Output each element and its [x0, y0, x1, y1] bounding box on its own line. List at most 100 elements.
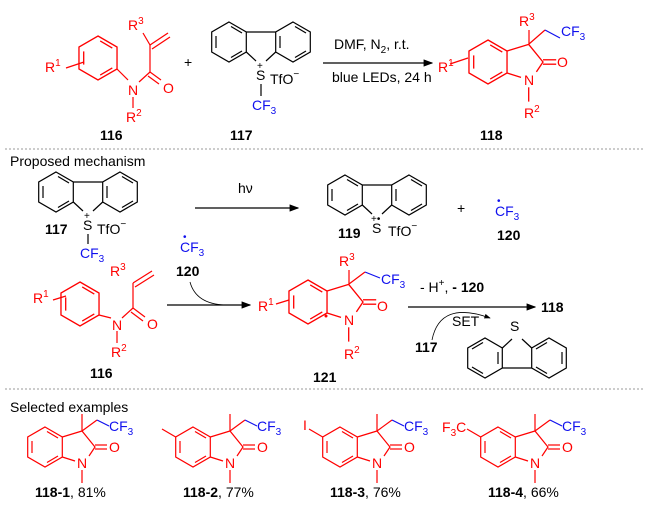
- oxindole-core: [323, 427, 402, 483]
- cf3-label: CF3: [252, 97, 277, 117]
- elimination-label: - H+, - 120: [420, 278, 484, 295]
- conditions-top: DMF, N2, r.t.: [334, 36, 410, 56]
- iodine-label: I: [303, 417, 307, 433]
- example-label: 118-1, 81%: [35, 484, 106, 500]
- r1-label: R1: [438, 58, 454, 75]
- mechanism-heading: Proposed mechanism: [10, 153, 145, 169]
- compound-number: 116: [90, 365, 113, 381]
- set-label: SET: [452, 313, 480, 329]
- cf3-bond: [96, 419, 110, 427]
- cf3-radical-label: •CF3: [495, 196, 520, 223]
- r2-label: R2: [126, 108, 142, 125]
- product-118-label: 118: [541, 299, 564, 315]
- cation-charge: +: [84, 211, 90, 222]
- oxygen-label: O: [557, 54, 568, 70]
- compound-number: 121: [313, 369, 337, 385]
- curved-arrow: [189, 281, 226, 306]
- reagent-117-label: 117: [415, 339, 438, 355]
- oxygen-label: O: [147, 316, 158, 332]
- nitrogen-label: N: [372, 455, 382, 471]
- oxindole-core: [469, 40, 556, 102]
- reaction-arrow: DMF, N2, r.t. blue LEDs, 24 h: [323, 36, 434, 85]
- nitrogen-label: N: [344, 312, 354, 328]
- cf3-bond: [549, 419, 563, 427]
- r3-label: R3: [128, 16, 144, 33]
- compound-number: 117: [230, 127, 253, 143]
- sulfur-label: S+: [83, 211, 92, 233]
- oxygen-label: O: [163, 80, 174, 96]
- oxygen-label: O: [257, 439, 268, 455]
- plus-sign: +: [184, 54, 192, 70]
- oxygen-label: O: [109, 439, 120, 455]
- sulfur-label: S+•: [371, 214, 381, 236]
- compound-120: •CF3 120: [495, 196, 521, 243]
- oxindoline-radical-core: [289, 280, 376, 342]
- oxygen-label: O: [562, 439, 573, 455]
- nitrogen-label: N: [128, 82, 138, 98]
- r1-label: R1: [45, 58, 61, 75]
- ch2-bond: [534, 419, 551, 432]
- compound-119: S+• TfO− 119: [328, 175, 427, 241]
- r3-label: R3: [110, 262, 126, 279]
- compound-116-mechanism: R1 N O R3 R2 116: [33, 262, 158, 381]
- cf3-radical-label: •CF3: [180, 232, 205, 259]
- compound-118-top: R1 R3 CF3 O N R2 118: [438, 12, 586, 143]
- compound-number: 118: [480, 127, 503, 143]
- conditions-bottom: blue LEDs, 24 h: [332, 69, 432, 85]
- ch2-bond: [81, 419, 98, 432]
- nitrogen-label: N: [112, 317, 122, 333]
- f3c-label: F3C: [442, 419, 466, 439]
- plus-sign: +: [457, 200, 465, 216]
- benzene-ring: [78, 35, 118, 81]
- nitrogen-label: N: [225, 455, 235, 471]
- radical-dot: •: [497, 196, 501, 207]
- oxidation-step: - H+, - 120 118 SET 117 S: [408, 278, 566, 378]
- c5-bond: [466, 428, 482, 438]
- triflate-label: TfO−: [270, 69, 299, 87]
- r3-label: R3: [339, 252, 355, 269]
- example-label: 118-3, 76%: [330, 484, 401, 500]
- radical-cation-mark: +: [371, 214, 377, 225]
- c5-bond: [308, 428, 324, 438]
- example-label: 118-4, 66%: [488, 484, 559, 500]
- r2-label: R2: [111, 343, 127, 360]
- nitrogen-label: N: [530, 455, 540, 471]
- compound-number: 119: [338, 225, 361, 241]
- oxygen-label: O: [377, 298, 388, 314]
- sulfur-label: S+: [256, 61, 265, 83]
- dibenzothiophene-radical-cation-core: [328, 175, 427, 215]
- cf3-label: CF3: [404, 418, 429, 438]
- cf3-bond: [391, 419, 405, 427]
- oxindole-core: [481, 427, 560, 483]
- radical-dot: •: [183, 232, 187, 243]
- compound-117-top: S+ TfO− CF3 117: [212, 22, 311, 143]
- cf3-label: CF3: [80, 245, 105, 265]
- example-label: 118-2, 77%: [183, 484, 254, 500]
- triflate-label: TfO−: [97, 219, 126, 237]
- r1-label: R1: [258, 297, 274, 314]
- radical-dot: [324, 314, 328, 318]
- compound-number: 120: [497, 227, 521, 243]
- ch2-bond: [229, 419, 246, 432]
- r3-label: R3: [519, 12, 535, 29]
- compound-number: 117: [45, 221, 68, 237]
- c5-bond: [161, 428, 177, 438]
- cf3-bond: [244, 419, 258, 427]
- cation-charge: +: [257, 61, 263, 72]
- dibenzothiophenium-core: [212, 22, 311, 62]
- set-curved-arrow: [431, 312, 491, 341]
- radical-addition-step: •CF3 120: [167, 232, 252, 309]
- cf3-label: CF3: [561, 23, 586, 43]
- compound-116-top: R1 N O R3 R2 116: [45, 16, 174, 143]
- oxygen-label: O: [404, 439, 415, 455]
- compound-number: 120: [176, 263, 200, 279]
- r1-label: R1: [33, 289, 49, 306]
- nitrogen-label: N: [524, 72, 534, 88]
- benzene-ring: [60, 281, 100, 327]
- cf3-label: CF3: [257, 418, 282, 438]
